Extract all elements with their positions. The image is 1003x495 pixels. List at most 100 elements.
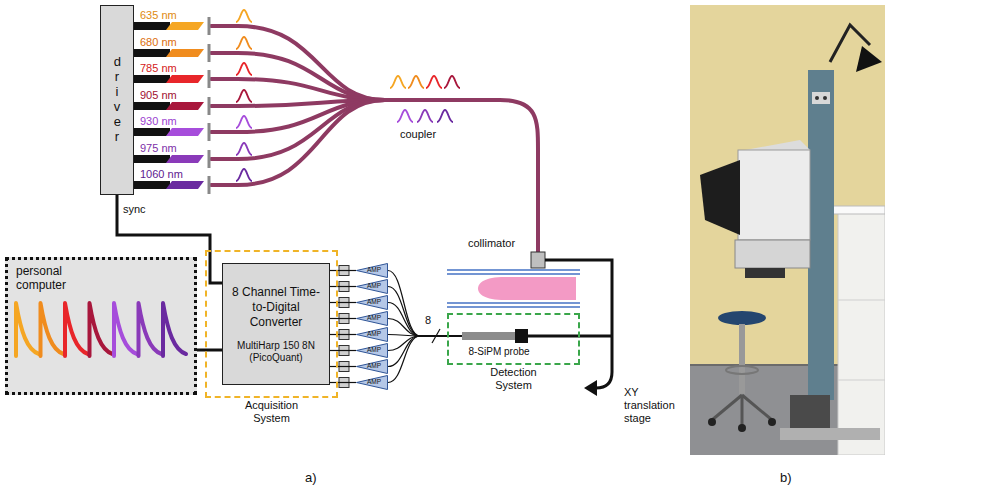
sample-holder	[447, 306, 580, 308]
node-text: 8-SiPM probe	[462, 346, 536, 358]
text-holder: AMP	[367, 379, 388, 386]
driver-box: driver	[100, 5, 134, 195]
setup-photo	[745, 268, 785, 278]
data-cable	[197, 349, 222, 352]
sipm-probe-symbol	[462, 332, 515, 340]
panel-letter: b)	[780, 470, 792, 486]
setup-photo	[745, 140, 810, 150]
wavelength-label: 680 nm	[140, 36, 177, 49]
setup-photo	[780, 428, 880, 440]
sample-holder	[447, 269, 580, 271]
setup-photo	[808, 70, 834, 400]
pc-waveform	[90, 303, 113, 356]
channel-wire	[330, 302, 356, 303]
sipm-probe-symbol	[515, 329, 528, 343]
setup-photo	[838, 300, 885, 301]
laser-diode	[134, 128, 170, 136]
channel-wire	[388, 336, 462, 383]
amplifier-outline	[357, 280, 388, 294]
node-text: AMP	[367, 267, 388, 274]
setup-photo	[739, 324, 745, 394]
channel-wire	[388, 336, 462, 367]
light-pulse	[236, 10, 460, 181]
node-text: personal computer	[16, 264, 88, 293]
channel-wire	[330, 318, 356, 319]
laser-diode	[134, 49, 170, 57]
text-holder: personal computer	[16, 264, 186, 293]
tissue-sample	[478, 277, 576, 300]
setup-photo	[790, 395, 830, 430]
laser-diode	[166, 128, 204, 136]
pc-waveform	[65, 303, 88, 356]
setup-photo	[738, 424, 746, 432]
channel-wire	[330, 270, 356, 271]
node-text: driver	[114, 55, 121, 145]
setup-photo	[838, 380, 885, 381]
channel-wire	[388, 271, 462, 337]
amplifier-triangle: AMP	[356, 279, 388, 294]
setup-photo	[823, 96, 827, 100]
collimator-symbol	[531, 252, 545, 268]
pc-waveform	[114, 303, 137, 356]
fiber-connector	[208, 44, 211, 62]
amplifier-triangle: AMP	[356, 375, 388, 390]
fiber-connector	[208, 70, 211, 88]
collimator-symbol	[531, 252, 545, 268]
text-holder: 8 Channel Time-to-Digital ConverterMulti…	[227, 285, 325, 364]
node-text: 8 Channel Time-to-Digital Converter	[227, 285, 325, 330]
signal-name: sync	[123, 203, 146, 216]
part-name: collimator	[468, 237, 515, 250]
translation-arrowhead	[584, 380, 597, 396]
channel-wire	[330, 286, 356, 287]
pc-waveform	[139, 303, 162, 356]
translation-arrowhead	[584, 380, 597, 396]
sample-holder	[447, 302, 580, 304]
setup-photo	[815, 96, 819, 100]
laser-diode	[166, 22, 204, 30]
node-text: AMP	[367, 315, 388, 322]
light-pulse	[437, 110, 453, 122]
channel-wire	[330, 382, 356, 383]
tdc-box: 8 Channel Time-to-Digital ConverterMulti…	[222, 263, 330, 385]
light-pulse	[408, 76, 424, 88]
pc-waveform	[16, 303, 186, 356]
amplifier-outline	[357, 312, 388, 326]
laser-diode	[134, 102, 170, 110]
fiber-connector	[208, 176, 211, 194]
laser-diode	[134, 75, 170, 83]
setup-photo	[712, 395, 742, 420]
amplifier-triangle: AMP	[356, 263, 388, 278]
tissue-sample	[478, 277, 576, 300]
node-text: AMP	[367, 347, 388, 354]
sipm-probe-symbol	[462, 329, 528, 343]
wavelength-label: 1060 nm	[140, 168, 183, 181]
wavelength-label: 975 nm	[140, 142, 177, 155]
text-holder: AMP	[367, 363, 388, 370]
laser-diode	[134, 22, 204, 189]
setup-photo	[690, 5, 885, 455]
node-text: AMP	[367, 283, 388, 290]
fiber	[211, 53, 385, 100]
amplifier-triangle: AMP	[356, 311, 388, 326]
channel-wire	[330, 366, 356, 367]
part-name: XY translation stage	[624, 386, 688, 426]
pc-ground	[5, 257, 197, 395]
channel-wire	[330, 350, 356, 351]
node-text: AMP	[367, 379, 388, 386]
wavelength-label: 785 nm	[140, 62, 177, 75]
text-holder: AMP	[367, 347, 388, 354]
acquisition-group: Acquisition System8 Channel Time-to-Digi…	[205, 250, 338, 398]
amplifier-outline	[357, 376, 388, 390]
channel-input	[339, 266, 349, 388]
fiber	[211, 100, 385, 185]
amplifier-outline	[357, 296, 388, 310]
fiber	[211, 79, 385, 100]
sample-holder	[447, 273, 580, 275]
translation-stage-link	[528, 260, 612, 388]
setup-photo	[768, 418, 776, 426]
node-text: MultiHarp 150 8N (PicoQuant)	[227, 340, 325, 364]
laser-diode	[166, 49, 204, 57]
amplifier-triangle: AMP	[356, 359, 388, 374]
computer-panel: personal computer	[5, 257, 197, 395]
